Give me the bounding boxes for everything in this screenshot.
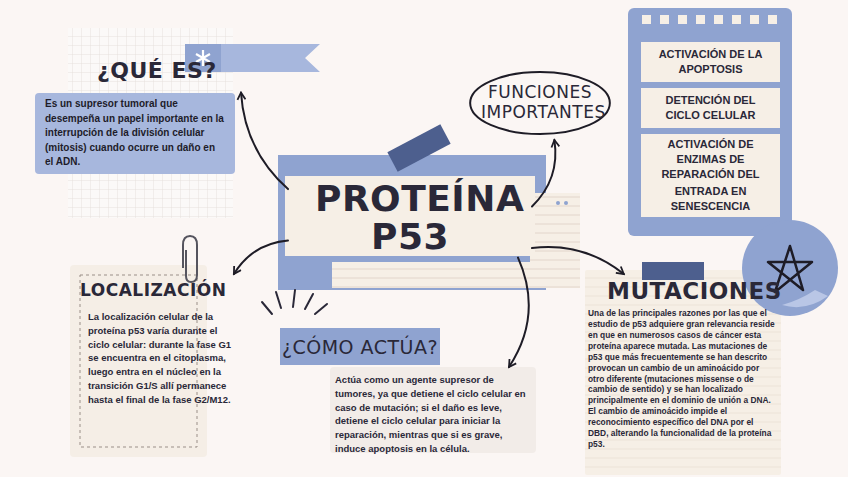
- label: La localización celular de la proteína p…: [88, 310, 236, 406]
- label: FUNCIONES IMPORTANTES: [481, 83, 599, 122]
- curved-arrow: [509, 258, 529, 367]
- center-side-card: [530, 193, 580, 288]
- dot: [564, 201, 568, 205]
- curved-arrow: [532, 140, 555, 206]
- label: DETENCIÓN DEL CICLO CELULAR: [649, 93, 772, 123]
- heading: MUTACIONES: [607, 278, 779, 304]
- label: Una de las principales razones por las q…: [585, 308, 779, 450]
- center-side-lines: [530, 193, 580, 288]
- functions-panel: [628, 8, 792, 236]
- function-item: ACTIVACIÓN DE LA APOPTOSIS: [641, 42, 780, 82]
- mutation-card: [585, 270, 781, 475]
- panel-holes: [642, 15, 777, 24]
- label: ENTRADA EN SENESCENCIA: [649, 184, 772, 214]
- oval-line: [470, 72, 610, 134]
- curved-arrow: [234, 240, 288, 274]
- oval: FUNCIONES IMPORTANTES: [468, 70, 612, 136]
- function-item: DETENCIÓN DEL CICLO CELULAR: [641, 88, 780, 128]
- sparkle: [262, 290, 327, 314]
- center-frame: [278, 155, 546, 290]
- tape: [387, 124, 450, 172]
- label: Es un supresor tumoral que desempeña un …: [35, 93, 235, 174]
- center-lines: [332, 262, 544, 288]
- label: ACTIVACIÓN DE LA APOPTOSIS: [649, 47, 772, 77]
- label: PROTEÍNA P53: [315, 180, 505, 256]
- heading: LOCALIZACIÓN: [80, 280, 242, 300]
- paper-clip: [183, 236, 197, 282]
- tape: [642, 262, 704, 280]
- label: ¿CÓMO ACTÚA?: [282, 336, 438, 358]
- info-box: ¿QUÉ ES? Es un supresor tumoral que desem…: [35, 58, 235, 174]
- dot: [556, 201, 560, 205]
- title-box: PROTEÍNA P53: [290, 180, 530, 256]
- center-inner: [285, 176, 535, 256]
- function-item: ENTRADA EN SENESCENCIA: [641, 181, 780, 217]
- mutation-box: MUTACIONES Una de las principales razones…: [585, 278, 779, 450]
- curved-arrow: [532, 247, 624, 274]
- location-box: LOCALIZACIÓN La localización celular de l…: [80, 280, 242, 406]
- curved-arrow: [241, 93, 288, 189]
- center-lines-card: [332, 262, 544, 288]
- sticker-curl: [782, 290, 828, 307]
- mutation-lines: [585, 270, 781, 475]
- banner: ¿CÓMO ACTÚA?: [280, 328, 440, 365]
- body-box: Actúa como un agente supresor de tumores…: [333, 371, 533, 458]
- label: Actúa como un agente supresor de tumores…: [333, 371, 533, 458]
- heading: ¿QUÉ ES?: [97, 58, 235, 83]
